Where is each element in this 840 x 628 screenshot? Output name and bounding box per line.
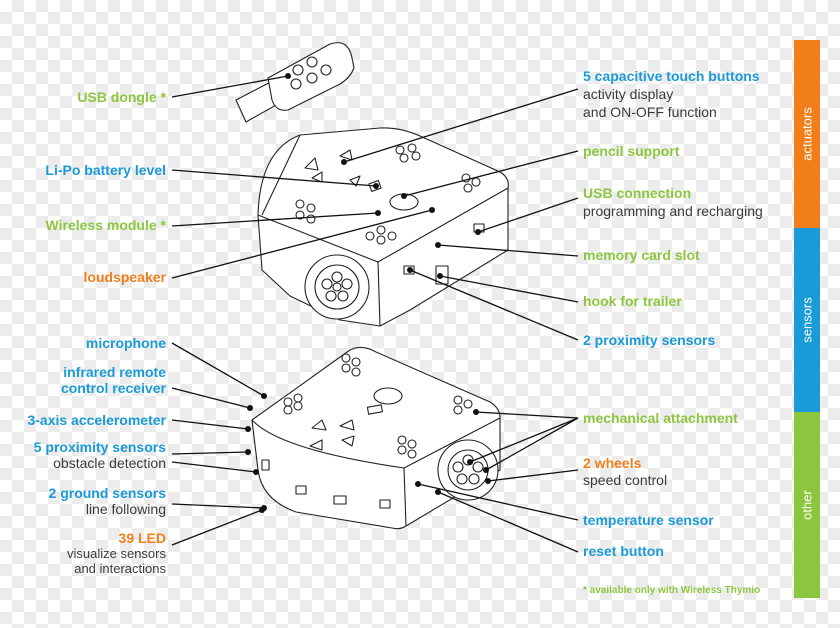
label-wireless-module: Wireless module * <box>45 217 166 233</box>
label-ir-receiver-line1: infrared remote <box>63 364 166 380</box>
label-ir-receiver-line2: control receiver <box>60 380 166 396</box>
label-ground-sensors: 2 ground sensors <box>48 485 166 501</box>
label-loudspeaker: loudspeaker <box>83 269 166 285</box>
category-bar-actuators: actuators <box>794 40 820 228</box>
label-line-following: line following <box>85 501 166 517</box>
label-usb-connection: USB connection <box>583 185 692 201</box>
label-2-wheels: 2 wheels <box>583 455 642 471</box>
label-battery-level: Li-Po battery level <box>45 162 166 178</box>
label-memory-card-slot: memory card slot <box>583 247 700 263</box>
label-speed-control: speed control <box>583 472 668 488</box>
label-accelerometer: 3-axis accelerometer <box>27 412 166 428</box>
label-reset-button: reset button <box>583 543 664 559</box>
usb-dongle-drawing <box>235 42 355 123</box>
robot-top-drawing <box>257 127 509 327</box>
label-39-led: 39 LED <box>118 530 166 546</box>
label-on-off-function: and ON-OFF function <box>583 104 717 120</box>
label-touch-buttons: 5 capacitive touch buttons <box>583 68 760 84</box>
category-bar-other: other <box>794 412 820 598</box>
label-and-interactions: and interactions <box>74 561 166 576</box>
label-5-proximity-sensors: 5 proximity sensors <box>33 439 166 455</box>
label-2-proximity-sensors: 2 proximity sensors <box>583 332 716 348</box>
label-activity-display: activity display <box>583 86 674 102</box>
label-mechanical-attachment: mechanical attachment <box>583 410 738 426</box>
category-bar-sensors: sensors <box>794 228 820 412</box>
leader-lines <box>171 75 579 553</box>
leader-dots <box>245 73 491 513</box>
label-microphone: microphone <box>85 335 166 351</box>
label-obstacle-detection: obstacle detection <box>53 455 166 471</box>
label-usb-dongle: USB dongle * <box>77 89 166 105</box>
footnote-wireless: * available only with Wireless Thymio <box>583 585 761 596</box>
label-hook-for-trailer: hook for trailer <box>583 293 682 309</box>
robot-bottom-drawing <box>251 346 501 530</box>
label-pencil-support: pencil support <box>583 143 680 159</box>
label-programming-recharging: programming and recharging <box>583 203 763 219</box>
label-temperature-sensor: temperature sensor <box>583 512 714 528</box>
label-visualize-sensors: visualize sensors <box>67 546 166 561</box>
